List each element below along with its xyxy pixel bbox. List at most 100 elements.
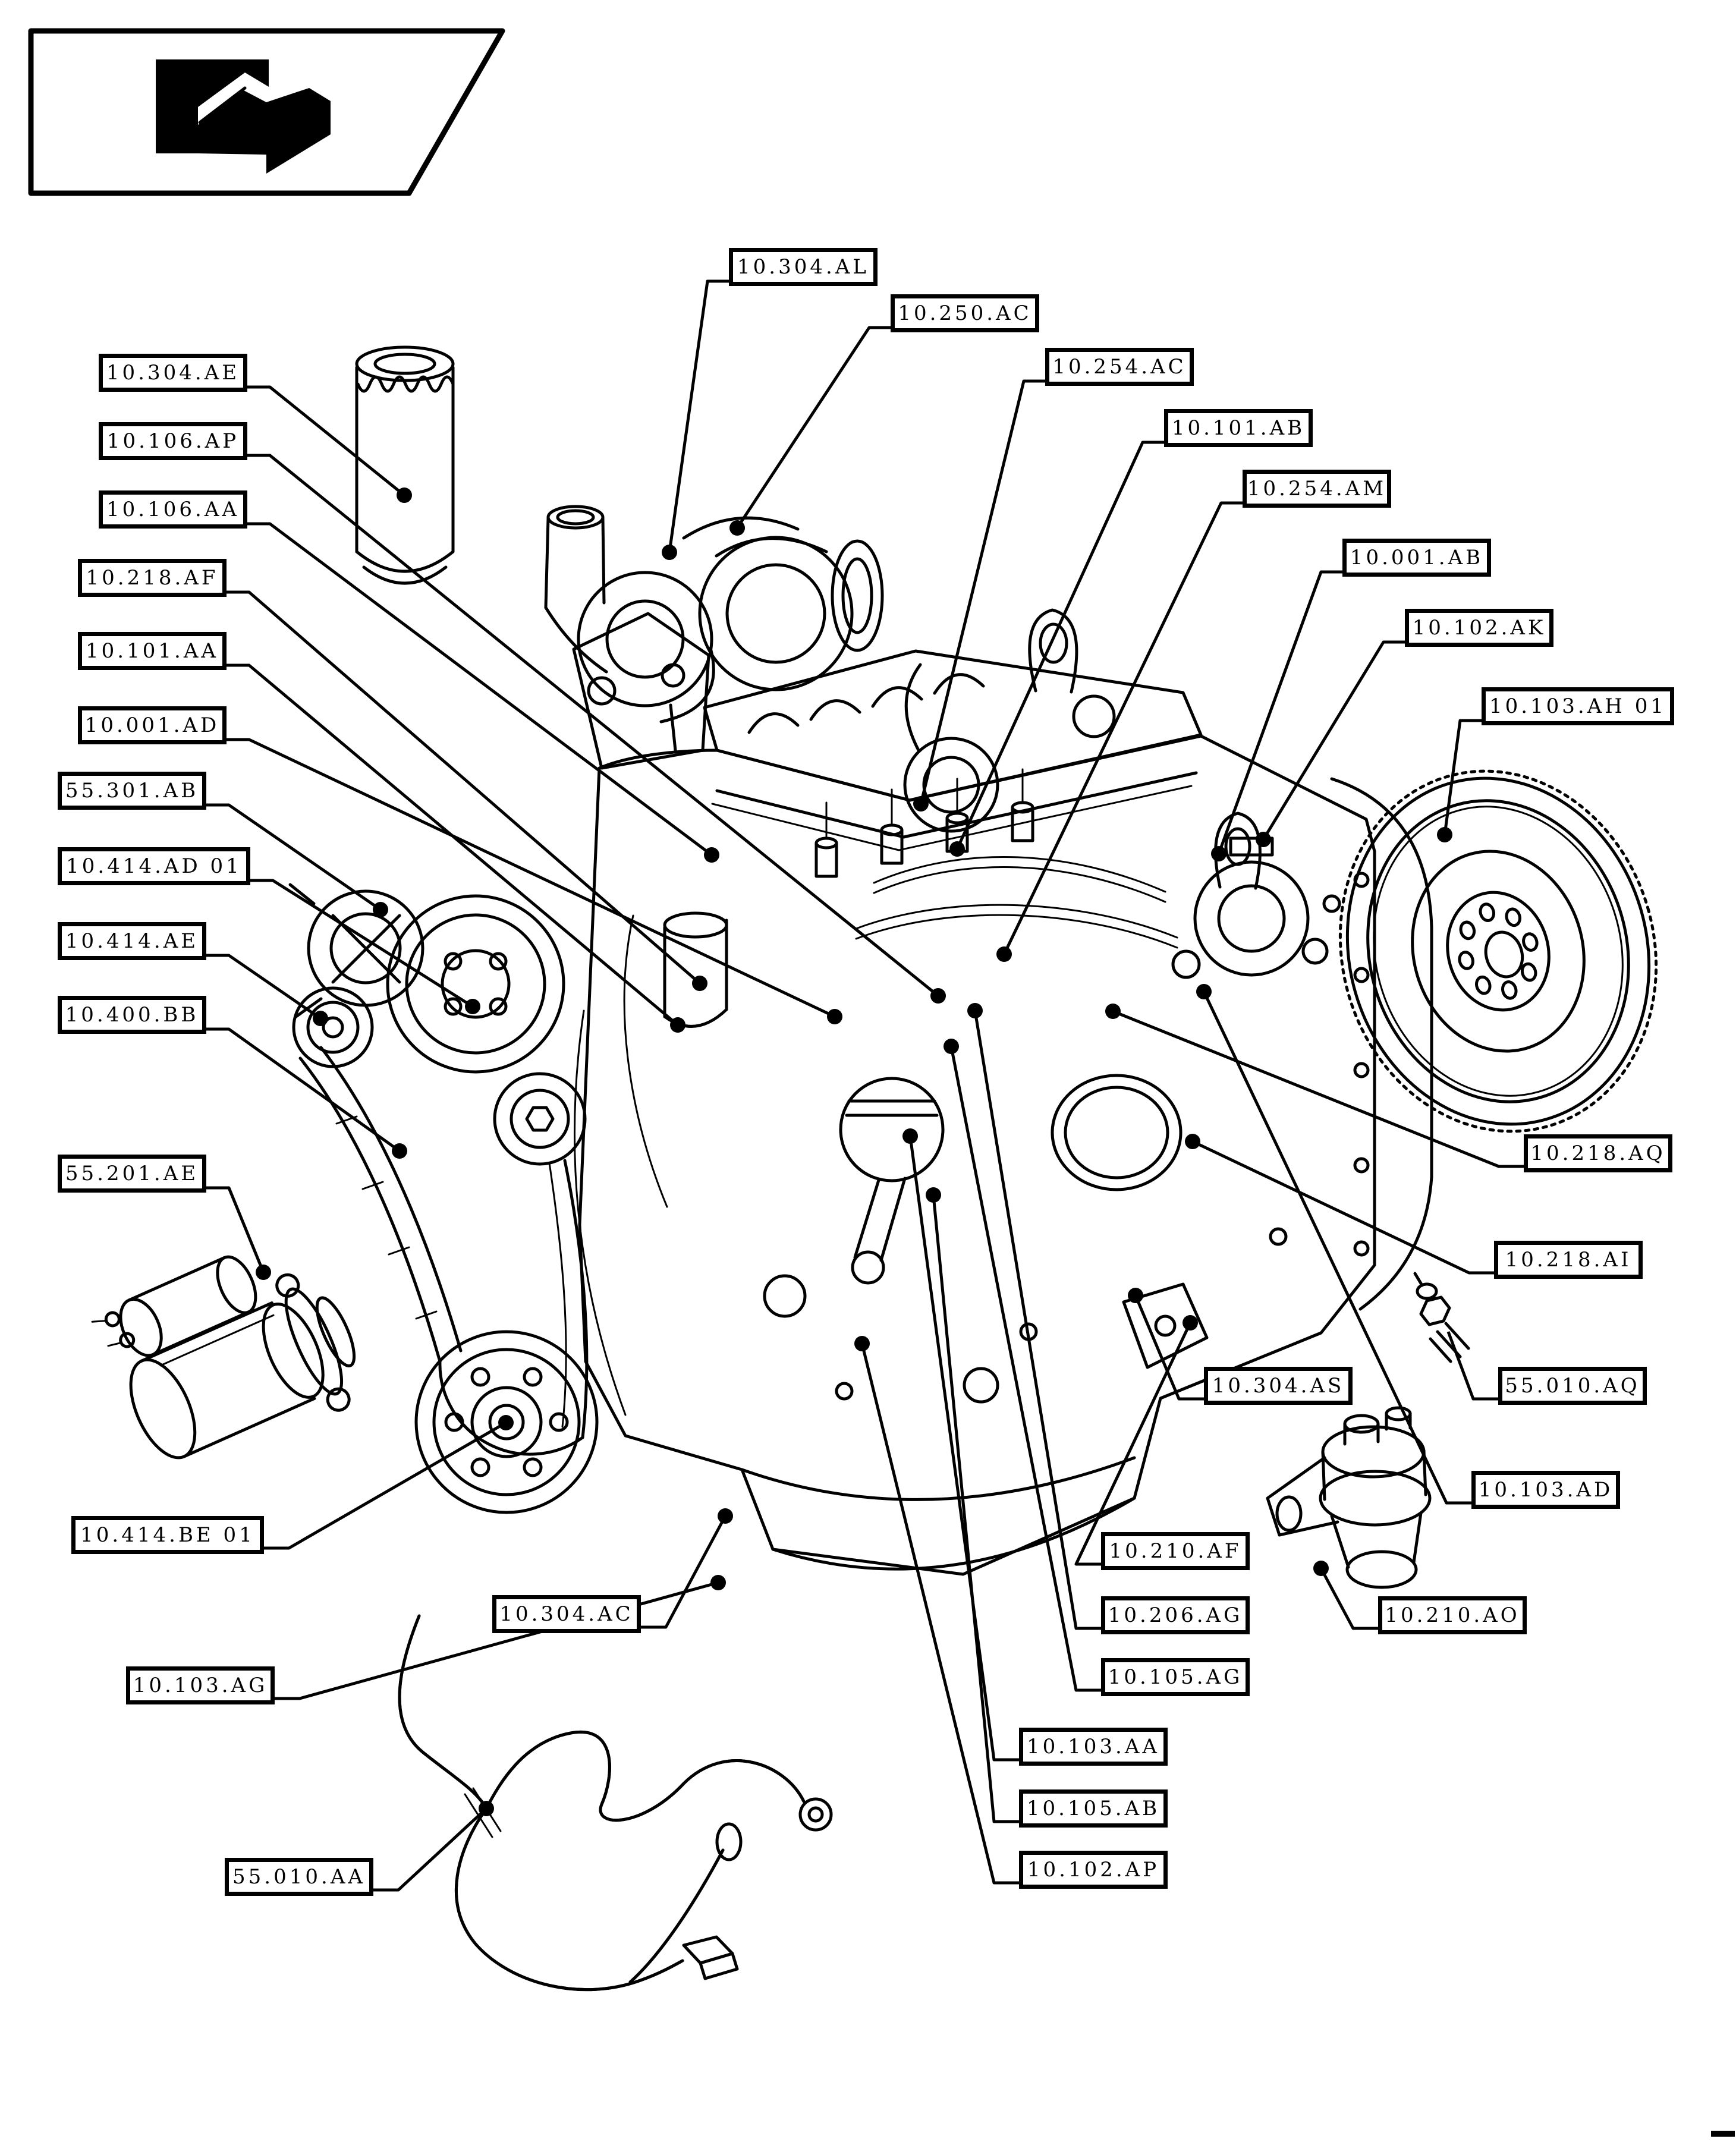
- part-label-10-254-AM[interactable]: 10.254.AM: [1243, 470, 1391, 508]
- flywheel-part: [1338, 769, 1658, 1133]
- leader-dot: [996, 946, 1012, 962]
- leader-dot: [1256, 832, 1271, 847]
- leader-dot: [1105, 1004, 1121, 1019]
- part-label-10-106-AP[interactable]: 10.106.AP: [99, 422, 247, 460]
- leader-line: [225, 590, 701, 985]
- part-label-10-105-AB[interactable]: 10.105.AB: [1019, 1789, 1168, 1828]
- leader-line: [1191, 1140, 1495, 1275]
- leader-line: [205, 1027, 401, 1153]
- leader-dot: [944, 1039, 959, 1054]
- part-label-10-304-AE[interactable]: 10.304.AE: [99, 354, 247, 392]
- part-label-10-304-AC[interactable]: 10.304.AC: [492, 1595, 641, 1633]
- leader-dot: [902, 1128, 918, 1144]
- part-label-55-010-AQ[interactable]: 55.010.AQ: [1498, 1367, 1647, 1405]
- leader-dot: [1185, 1134, 1200, 1149]
- part-label-10-103-AH-01[interactable]: 10.103.AH 01: [1482, 687, 1674, 725]
- part-label-10-210-AF[interactable]: 10.210.AF: [1101, 1532, 1250, 1570]
- part-label-10-210-AO[interactable]: 10.210.AO: [1378, 1596, 1527, 1634]
- part-label-10-414-AE[interactable]: 10.414.AE: [58, 922, 206, 960]
- leader-line: [932, 1194, 1020, 1823]
- leader-dot: [704, 847, 719, 863]
- part-label-10-102-AK[interactable]: 10.102.AK: [1405, 609, 1553, 647]
- leader-line: [1443, 719, 1483, 835]
- part-label-10-304-AL[interactable]: 10.304.AL: [729, 248, 878, 286]
- leader-dot: [662, 545, 677, 560]
- part-label-10-250-AC[interactable]: 10.250.AC: [891, 294, 1039, 332]
- leader-dot: [670, 1017, 685, 1033]
- leader-dot: [718, 1508, 733, 1524]
- part-label-10-103-AA[interactable]: 10.103.AA: [1019, 1728, 1168, 1766]
- sensor-part: [1413, 1272, 1470, 1363]
- part-label-10-218-AQ[interactable]: 10.218.AQ: [1524, 1134, 1672, 1172]
- leader-line: [668, 279, 730, 553]
- part-label-10-105-AG[interactable]: 10.105.AG: [1101, 1658, 1250, 1696]
- leader-line: [246, 385, 405, 496]
- leader-line: [1134, 1295, 1205, 1401]
- leader-line: [205, 954, 322, 1020]
- leader-dot: [1437, 827, 1452, 842]
- leader-dot: [1128, 1288, 1143, 1303]
- part-label-55-301-AB[interactable]: 55.301.AB: [58, 772, 206, 810]
- leader-line: [246, 522, 713, 857]
- part-label-10-218-AF[interactable]: 10.218.AF: [78, 559, 227, 597]
- part-label-55-010-AA[interactable]: 55.010.AA: [225, 1858, 373, 1896]
- belt-and-pulleys: [288, 883, 599, 1514]
- starter-motor-part: [91, 1255, 356, 1460]
- part-label-10-414-AD-01[interactable]: 10.414.AD 01: [58, 847, 250, 885]
- leader-line: [225, 738, 836, 1018]
- leader-dot: [397, 488, 412, 503]
- leader-dot: [930, 988, 946, 1004]
- leader-dot: [967, 1003, 983, 1018]
- wiring-harness-part: [398, 1614, 833, 1992]
- leader-dot: [498, 1415, 514, 1430]
- oil-filter-part: [355, 345, 455, 585]
- leader-lines-layer: [205, 279, 1525, 1892]
- leader-line: [908, 1136, 1020, 1762]
- part-label-10-414-BE-01[interactable]: 10.414.BE 01: [71, 1516, 264, 1554]
- leader-line: [919, 379, 1046, 804]
- part-label-10-103-AD[interactable]: 10.103.AD: [1471, 1471, 1620, 1509]
- leader-dot: [827, 1009, 842, 1024]
- part-label-10-001-AD[interactable]: 10.001.AD: [78, 706, 227, 744]
- part-label-10-101-AB[interactable]: 10.101.AB: [1164, 409, 1313, 447]
- brand-arrow-logo: [28, 28, 505, 196]
- engine-block: [572, 608, 1433, 1576]
- leader-dot: [710, 1575, 726, 1590]
- leader-line: [1319, 1567, 1379, 1630]
- part-label-55-201-AE[interactable]: 55.201.AE: [58, 1155, 206, 1193]
- leader-dot: [373, 902, 388, 917]
- part-label-10-102-AP[interactable]: 10.102.AP: [1019, 1851, 1168, 1889]
- part-label-10-103-AG[interactable]: 10.103.AG: [126, 1666, 275, 1704]
- part-label-10-206-AG[interactable]: 10.206.AG: [1101, 1596, 1250, 1634]
- leader-line: [205, 803, 382, 911]
- turbocharger: [544, 505, 884, 752]
- leader-line: [1202, 990, 1473, 1505]
- part-label-10-101-AA[interactable]: 10.101.AA: [78, 632, 227, 670]
- leader-dot: [479, 1801, 494, 1816]
- leader-line: [640, 1515, 727, 1629]
- leader-dot: [392, 1143, 407, 1159]
- part-label-10-400-BB[interactable]: 10.400.BB: [58, 996, 206, 1034]
- corner-print-mark: [1711, 2131, 1735, 2137]
- leader-line: [372, 1807, 488, 1892]
- leader-line: [263, 1421, 507, 1550]
- leader-dot: [1196, 984, 1212, 999]
- part-label-10-304-AS[interactable]: 10.304.AS: [1204, 1367, 1353, 1405]
- part-label-10-254-AC[interactable]: 10.254.AC: [1045, 348, 1194, 386]
- leader-line: [860, 1343, 1020, 1885]
- leader-dot: [256, 1265, 271, 1280]
- leader-line: [949, 1046, 1102, 1692]
- part-label-10-218-AI[interactable]: 10.218.AI: [1494, 1241, 1643, 1279]
- part-label-10-001-AB[interactable]: 10.001.AB: [1342, 539, 1491, 577]
- leader-line: [249, 879, 474, 1008]
- part-label-10-106-AA[interactable]: 10.106.AA: [99, 490, 247, 529]
- leader-line: [955, 441, 1165, 850]
- leader-line: [1074, 1322, 1192, 1566]
- leader-dot: [949, 841, 965, 857]
- leader-line: [225, 663, 679, 1026]
- leader-dot: [729, 520, 745, 536]
- leader-dot: [1211, 846, 1226, 861]
- leader-dot: [926, 1187, 941, 1203]
